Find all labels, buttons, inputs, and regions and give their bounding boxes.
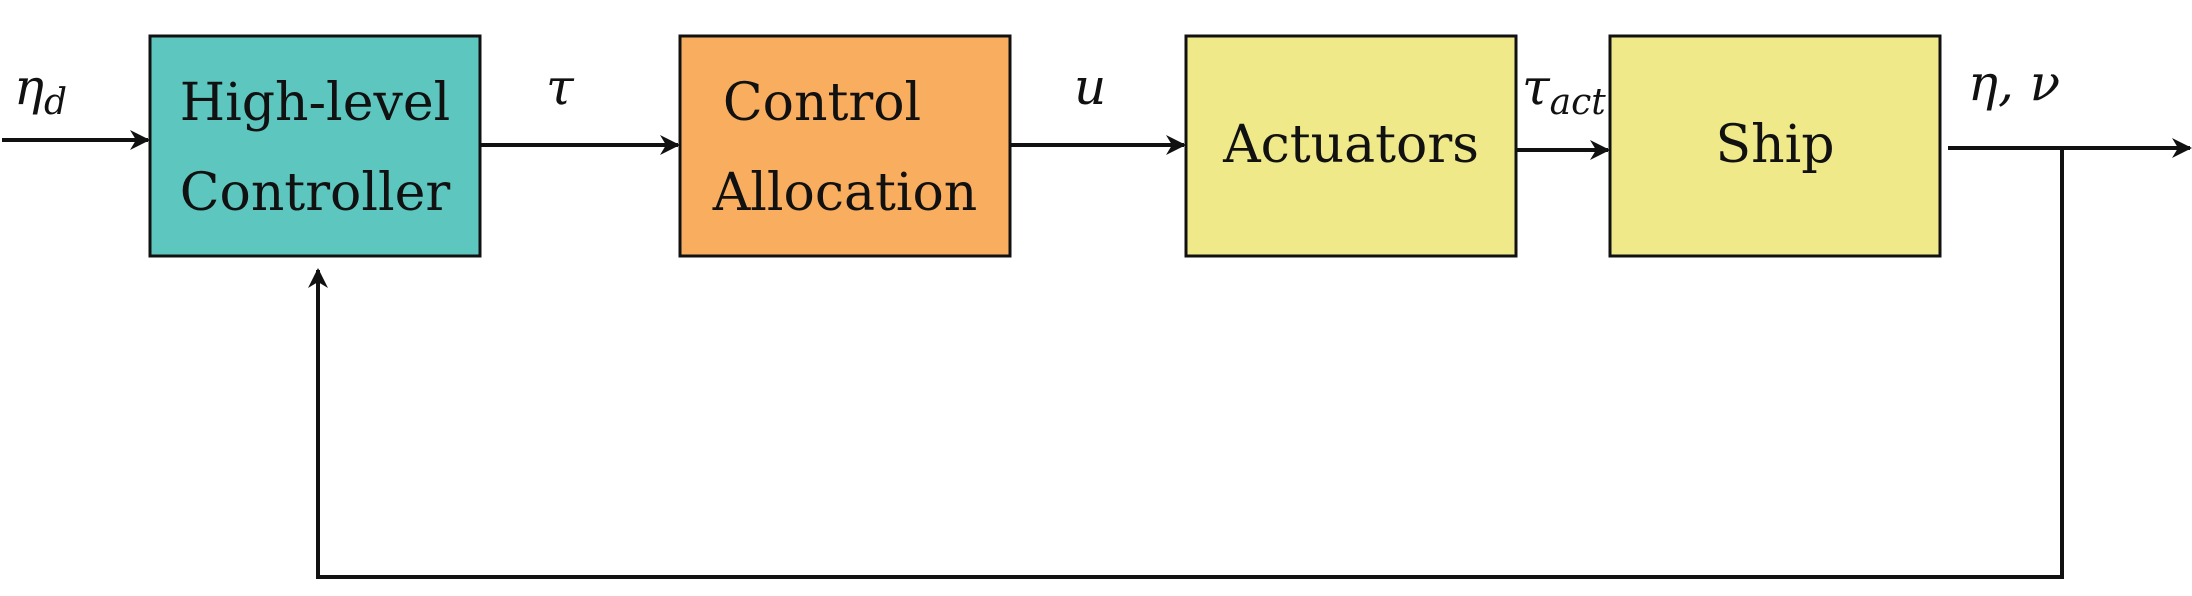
eta-d-sub: d — [44, 82, 67, 123]
tau-act-main: τ — [1522, 58, 1551, 116]
controller-label-line1: High-level — [180, 73, 451, 133]
allocation-box — [678, 34, 1012, 258]
eta-nu-label: η, ν — [1968, 54, 2060, 112]
allocation-label-line2: Allocation — [712, 163, 978, 223]
ship-box — [1608, 34, 1942, 258]
controller-box — [148, 34, 482, 258]
eta-d-label: ηd — [14, 58, 67, 123]
ship-block: Ship — [1608, 34, 1942, 258]
eta-d-main: η — [14, 58, 44, 116]
connections — [2, 130, 2192, 579]
ship-label: Ship — [1715, 115, 1834, 175]
tau-act-sub: act — [1550, 82, 1607, 123]
allocation-block: Control Allocation — [678, 34, 1012, 258]
actuators-block: Actuators — [1184, 34, 1518, 258]
allocation-label-line1: Control — [723, 73, 921, 133]
feedback-line — [308, 148, 2064, 579]
controller-block: High-level Controller — [148, 34, 482, 258]
tau-label: τ — [546, 58, 575, 116]
tau-act-label: τact — [1522, 58, 1606, 123]
actuators-label: Actuators — [1222, 115, 1479, 175]
controller-label-line2: Controller — [180, 163, 451, 223]
actuators-box — [1184, 34, 1518, 258]
u-label: u — [1074, 58, 1106, 116]
